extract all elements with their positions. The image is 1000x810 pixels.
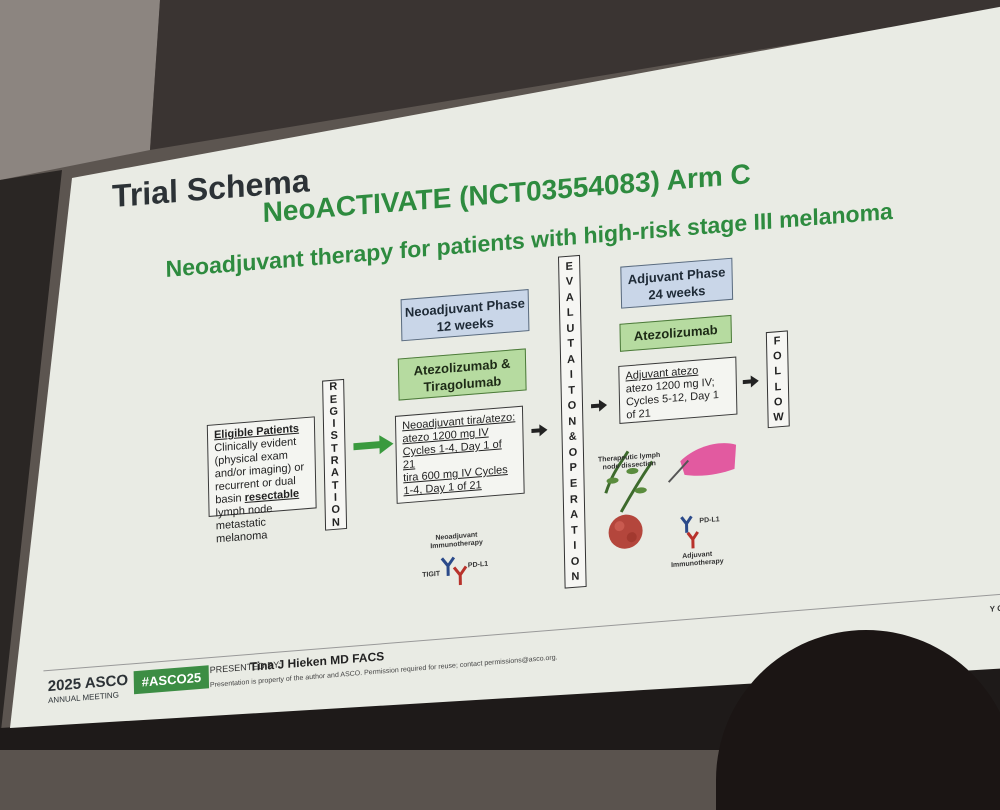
- arrow-evaluation-to-adjuvant: [591, 399, 608, 412]
- partial-logo-text: Y OF: [989, 603, 1000, 614]
- arrow-neoadjuvant-to-evaluation: [531, 424, 548, 437]
- lymph-node-illustration: [604, 450, 654, 549]
- antibody-illustration-neoadjuvant: [440, 556, 468, 586]
- surgeon-hand-icon: [667, 443, 737, 483]
- arrow-adjuvant-to-follow: [742, 375, 759, 388]
- antibody-illustration-adjuvant: [680, 515, 699, 549]
- slide-content: Trial Schema NeoACTIVATE (NCT03554083) A…: [10, 5, 1000, 728]
- flow-arrows: [353, 375, 759, 586]
- arrow-registration-to-neoadjuvant: [353, 435, 394, 455]
